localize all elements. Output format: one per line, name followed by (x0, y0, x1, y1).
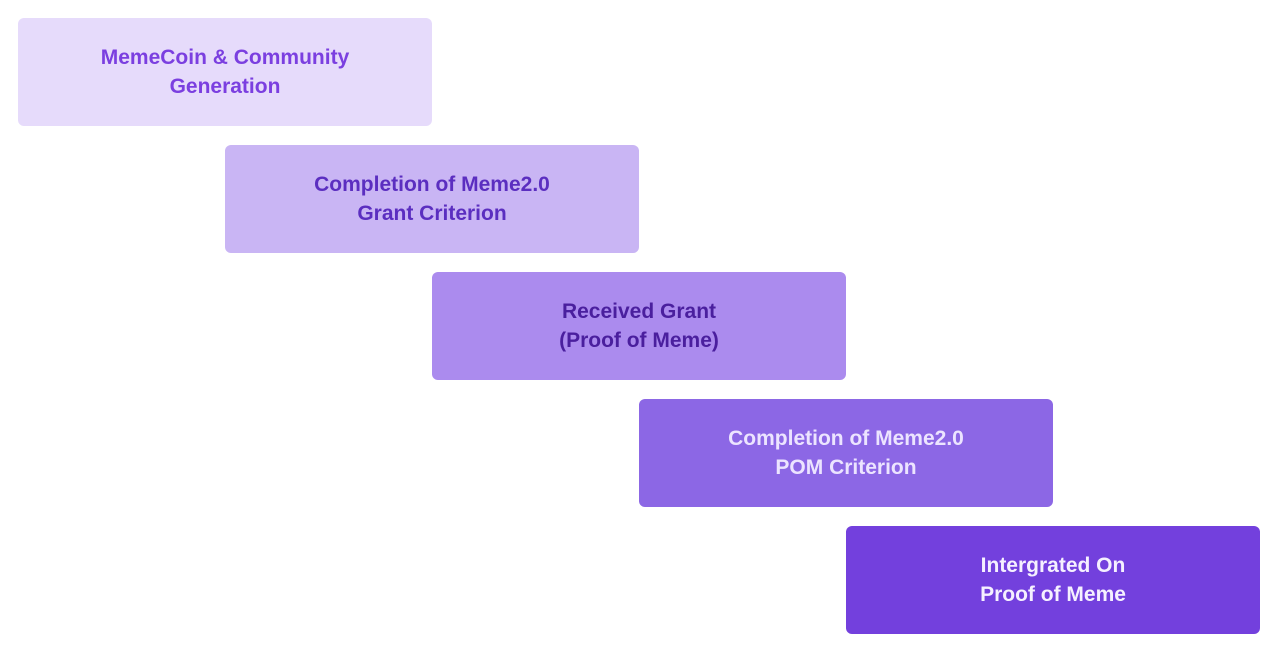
step-label-line1: Received Grant (561, 300, 717, 323)
step-grant-criterion: Completion of Meme2.0 Grant Criterion (225, 145, 639, 253)
step-pom-criterion: Completion of Meme2.0 POM Criterion (639, 399, 1053, 507)
step-memecoin-community-generation: MemeCoin & Community Generation (18, 18, 432, 126)
step-label-line1: Completion of Meme2.0 (314, 173, 550, 196)
step-label-line2: Grant Criterion (357, 202, 507, 225)
step-label-line1: Intergrated On (980, 554, 1126, 577)
step-label-line2: POM Criterion (775, 456, 917, 479)
step-label-line2: Proof of Meme (980, 583, 1126, 606)
step-label-line1: Completion of Meme2.0 (728, 427, 964, 450)
step-label-line2: (Proof of Meme) (559, 329, 719, 352)
step-label-line2: Generation (169, 75, 281, 98)
step-label-line1: MemeCoin & Community (100, 46, 350, 69)
step-received-grant: Received Grant (Proof of Meme) (432, 272, 846, 380)
step-integrated-on-proof-of-meme: Intergrated On Proof of Meme (846, 526, 1260, 634)
